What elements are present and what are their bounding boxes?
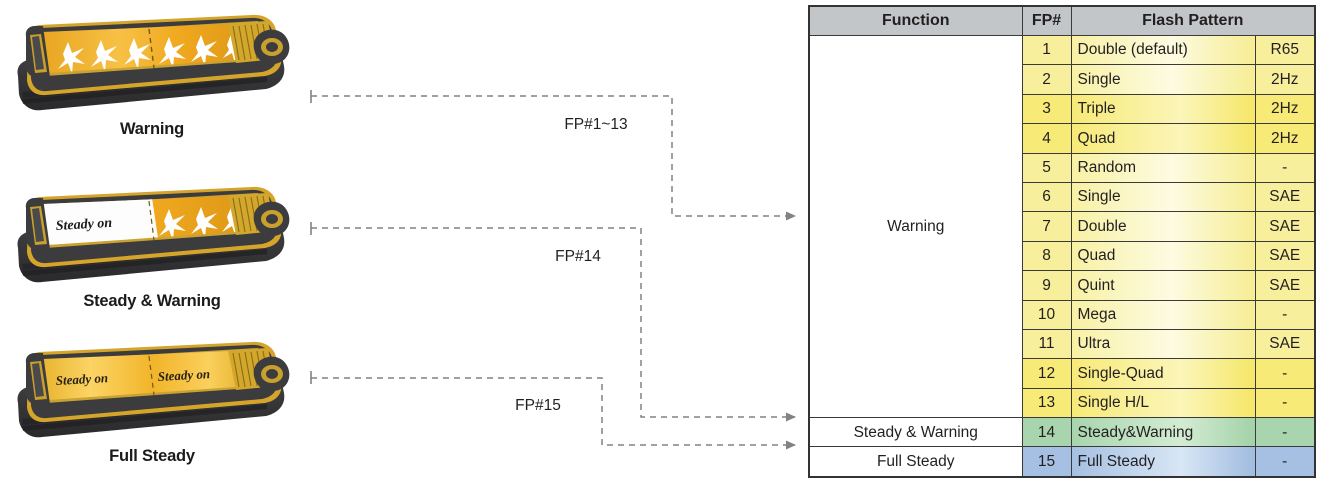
fp-number-cell: 7 xyxy=(1021,211,1072,242)
standard-cell: SAE xyxy=(1254,211,1316,242)
fp-number-cell: 15 xyxy=(1021,446,1072,478)
function-cell: Steady & Warning xyxy=(808,417,1023,448)
figure-caption-steady-warning: Steady & Warning xyxy=(83,292,221,310)
connector-fp1-13: FP#1~13 xyxy=(310,90,796,221)
figure-caption-warning: Warning xyxy=(120,120,184,138)
standard-cell: SAE xyxy=(1254,270,1316,301)
lightbar-endcap xyxy=(228,348,290,392)
flash-pattern-cell: Quad xyxy=(1070,240,1256,272)
standard-cell: - xyxy=(1254,299,1316,330)
standard-cell: SAE xyxy=(1254,240,1316,272)
lightbar-graphic-steady-warning: Steady on xyxy=(6,182,306,290)
lightbar-graphic-warning xyxy=(6,10,306,118)
flash-pattern-cell: Steady&Warning xyxy=(1070,417,1256,448)
steady-on-label-left: Steady on xyxy=(55,216,112,234)
fp-number-cell: 11 xyxy=(1021,328,1072,360)
figure-full-steady: Steady on Steady on Fu xyxy=(0,337,310,466)
connector-label-fp15: FP#15 xyxy=(515,397,561,414)
flash-pattern-cell: Ultra xyxy=(1070,328,1256,360)
flash-pattern-cell: Random xyxy=(1070,152,1256,183)
lightbar-endcap xyxy=(228,193,290,237)
fp-number-cell: 9 xyxy=(1021,270,1072,301)
fp-number-cell: 4 xyxy=(1021,123,1072,154)
flash-pattern-cell: Quad xyxy=(1070,123,1256,154)
function-cell: Full Steady xyxy=(808,446,1023,478)
lightbar-graphic-full-steady: Steady on Steady on xyxy=(6,337,306,445)
fp-number-cell: 10 xyxy=(1021,299,1072,330)
flash-pattern-cell: Full Steady xyxy=(1070,446,1256,478)
lightbar-svg xyxy=(17,14,290,111)
standard-cell: - xyxy=(1254,152,1316,183)
figure-caption-full-steady: Full Steady xyxy=(109,447,195,465)
flash-pattern-cell: Quint xyxy=(1070,270,1256,301)
lightbar-endcap xyxy=(228,21,290,65)
flash-pattern-cell: Single-Quad xyxy=(1070,358,1256,389)
function-cell: Warning xyxy=(808,34,1023,419)
lightbar-svg: Steady on xyxy=(17,186,290,283)
connector-fp15: FP#15 xyxy=(310,371,796,450)
flash-pattern-cell: Double xyxy=(1070,211,1256,242)
standard-cell: SAE xyxy=(1254,181,1316,213)
fp-number-cell: 12 xyxy=(1021,358,1072,389)
steady-on-label-right: Steady on xyxy=(157,366,210,384)
connector-label-fp1-13: FP#1~13 xyxy=(564,116,627,133)
flash-pattern-cell: Single xyxy=(1070,181,1256,213)
lens-stars xyxy=(58,34,247,73)
flash-pattern-cell: Double (default) xyxy=(1070,34,1256,66)
standard-cell: 2Hz xyxy=(1254,93,1316,125)
flash-pattern-cell: Mega xyxy=(1070,299,1256,330)
standard-cell: - xyxy=(1254,358,1316,389)
flash-pattern-cell: Triple xyxy=(1070,93,1256,125)
fp-number-cell: 13 xyxy=(1021,387,1072,419)
figure-warning: Warning xyxy=(0,10,310,139)
fp-number-cell: 6 xyxy=(1021,181,1072,213)
header-function: Function xyxy=(808,5,1023,36)
fp-number-cell: 5 xyxy=(1021,152,1072,183)
connector-fp14: FP#14 xyxy=(310,222,796,422)
fp-number-cell: 3 xyxy=(1021,93,1072,125)
fp-number-cell: 14 xyxy=(1021,417,1072,448)
fp-number-cell: 8 xyxy=(1021,240,1072,272)
fp-number-cell: 1 xyxy=(1021,34,1072,66)
lightbar-svg: Steady on Steady on xyxy=(17,341,290,438)
table-header-row: Function FP# Flash Pattern xyxy=(808,5,1316,36)
standard-cell: - xyxy=(1254,446,1316,478)
standard-cell: SAE xyxy=(1254,328,1316,360)
standard-cell: - xyxy=(1254,417,1316,448)
figure-steady-warning: Steady on xyxy=(0,182,310,311)
standard-cell: R65 xyxy=(1254,34,1316,66)
standard-cell: 2Hz xyxy=(1254,64,1316,95)
fp-number-cell: 2 xyxy=(1021,64,1072,95)
steady-on-label-left: Steady on xyxy=(55,370,108,388)
standard-cell: - xyxy=(1254,387,1316,419)
flash-pattern-cell: Single xyxy=(1070,64,1256,95)
connector-label-fp14: FP#14 xyxy=(555,248,601,265)
header-flash-pattern: Flash Pattern xyxy=(1070,5,1316,36)
standard-cell: 2Hz xyxy=(1254,123,1316,154)
flash-pattern-cell: Single H/L xyxy=(1070,387,1256,419)
header-fp: FP# xyxy=(1021,5,1072,36)
